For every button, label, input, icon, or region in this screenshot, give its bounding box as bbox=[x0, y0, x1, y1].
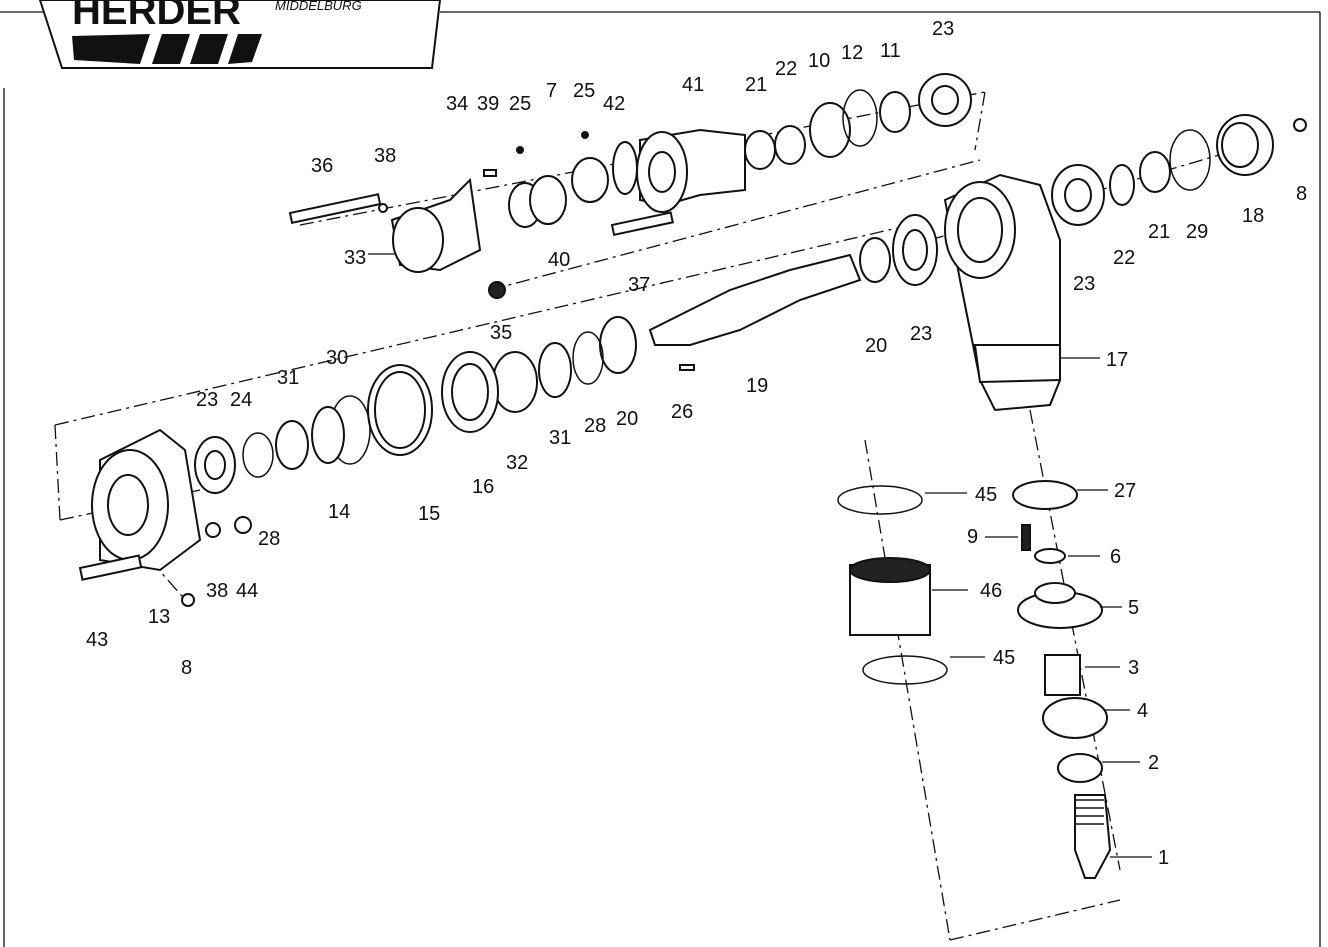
label-part-22-right: 22 bbox=[1113, 247, 1135, 269]
label-part-22-top: 22 bbox=[775, 58, 797, 80]
label-part-36: 36 bbox=[311, 155, 333, 177]
label-part-33: 33 bbox=[344, 247, 366, 269]
herder-logo: HERDER MIDDELBURG bbox=[38, 0, 442, 69]
label-part-31-left: 31 bbox=[277, 367, 299, 389]
label-part-1: 1 bbox=[1158, 847, 1169, 869]
label-part-45-lower: 45 bbox=[993, 647, 1015, 669]
label-part-46: 46 bbox=[980, 580, 1002, 602]
label-part-8-left: 8 bbox=[181, 657, 192, 679]
label-part-38-top: 38 bbox=[374, 145, 396, 167]
label-part-30: 30 bbox=[326, 347, 348, 369]
label-part-8-right: 8 bbox=[1296, 183, 1307, 205]
label-part-21-top: 21 bbox=[745, 74, 767, 96]
label-part-4: 4 bbox=[1137, 700, 1148, 722]
label-part-28-mid: 28 bbox=[584, 415, 606, 437]
label-part-43: 43 bbox=[86, 629, 108, 651]
label-part-16: 16 bbox=[472, 476, 494, 498]
label-part-38-bottom: 38 bbox=[206, 580, 228, 602]
label-part-29: 29 bbox=[1186, 221, 1208, 243]
label-part-10: 10 bbox=[808, 50, 830, 72]
brand-location: MIDDELBURG bbox=[275, 0, 362, 13]
label-part-42: 42 bbox=[603, 93, 625, 115]
label-part-15: 15 bbox=[418, 503, 440, 525]
label-part-2: 2 bbox=[1148, 752, 1159, 774]
part-labels: 1 2 3 4 5 6 8 8 9 10 11 12 13 14 15 16 1… bbox=[86, 18, 1307, 869]
label-part-19: 19 bbox=[746, 375, 768, 397]
label-part-21-right: 21 bbox=[1148, 221, 1170, 243]
label-part-6: 6 bbox=[1110, 546, 1121, 568]
drawing-frame bbox=[0, 11, 1321, 947]
label-part-34: 34 bbox=[446, 93, 468, 115]
label-part-37: 37 bbox=[628, 274, 650, 296]
label-part-7: 7 bbox=[546, 80, 557, 102]
label-part-17: 17 bbox=[1106, 349, 1128, 371]
label-part-41: 41 bbox=[682, 74, 704, 96]
label-part-23-left: 23 bbox=[196, 389, 218, 411]
label-part-44: 44 bbox=[236, 580, 258, 602]
label-part-26: 26 bbox=[671, 401, 693, 423]
label-part-45-upper: 45 bbox=[975, 484, 997, 506]
leader-lines bbox=[368, 253, 1152, 858]
label-part-23-top: 23 bbox=[932, 18, 954, 40]
label-part-5: 5 bbox=[1128, 597, 1139, 619]
part-shapes bbox=[78, 73, 1307, 879]
label-part-35: 35 bbox=[490, 322, 512, 344]
label-part-18: 18 bbox=[1242, 205, 1264, 227]
label-part-9: 9 bbox=[967, 526, 978, 548]
label-part-12: 12 bbox=[841, 42, 863, 64]
label-part-23-mid: 23 bbox=[910, 323, 932, 345]
label-part-39: 39 bbox=[477, 93, 499, 115]
label-part-25-right: 25 bbox=[573, 80, 595, 102]
label-part-31-mid: 31 bbox=[549, 427, 571, 449]
label-part-40: 40 bbox=[548, 249, 570, 271]
label-part-28-left: 28 bbox=[258, 528, 280, 550]
label-part-3: 3 bbox=[1128, 657, 1139, 679]
label-part-13: 13 bbox=[148, 606, 170, 628]
label-part-20-lower: 20 bbox=[616, 408, 638, 430]
label-part-27: 27 bbox=[1114, 480, 1136, 502]
label-part-32: 32 bbox=[506, 452, 528, 474]
label-part-11: 11 bbox=[880, 40, 901, 62]
label-part-24: 24 bbox=[230, 389, 252, 411]
label-part-14: 14 bbox=[328, 501, 350, 523]
label-part-25-left: 25 bbox=[509, 93, 531, 115]
label-part-23-right: 23 bbox=[1073, 273, 1095, 295]
label-part-20-upper: 20 bbox=[865, 335, 887, 357]
brand-name: HERDER bbox=[72, 0, 241, 33]
assembly-axes bbox=[54, 91, 1271, 941]
